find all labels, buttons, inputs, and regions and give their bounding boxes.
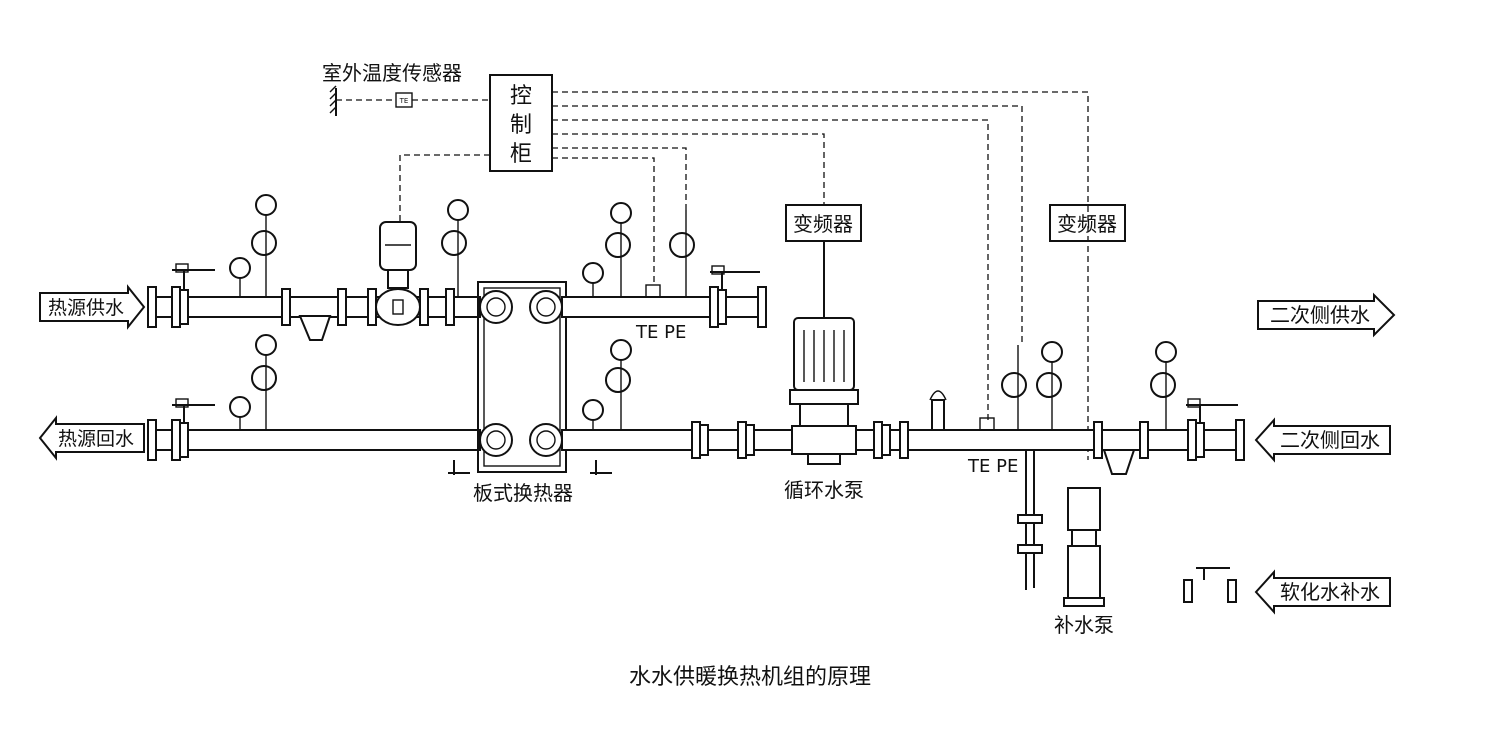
arrow-heat-return: 热源回水 [38,415,145,461]
makeup-water-system: 补水泵 [1017,450,1237,637]
circulation-pump: 循环水泵 [784,317,864,502]
arrow-softened-makeup: 软化水补水 [1254,569,1391,615]
arrow-secondary-supply-label: 二次侧供水 [1270,303,1370,327]
sensor-tag: TE [399,97,409,105]
cabinet-char-2: 制 [510,113,532,138]
vfd-2-label: 变频器 [1057,212,1117,236]
te-pe-bottom-label: TE PE [967,456,1018,477]
arrow-softened-makeup-label: 软化水补水 [1280,580,1380,604]
plate-heat-exchanger [448,281,612,475]
control-cabinet: 控 制 柜 [489,74,553,172]
cabinet-char-3: 柜 [510,142,532,167]
arrow-heat-return-label: 热源回水 [58,428,134,450]
outdoor-temperature-sensor: 室外温度传感器 TE [322,61,490,116]
arrow-secondary-return-label: 二次侧回水 [1280,428,1380,452]
secondary-supply-pipe: TE PE [561,265,767,343]
primary-return-pipe [147,398,481,461]
outdoor-sensor-label: 室外温度传感器 [322,61,462,85]
cabinet-char-1: 控 [510,84,532,109]
arrow-heat-supply-label: 热源供水 [48,297,124,319]
figure-caption: 水水供暖换热机组的原理 [629,665,871,690]
te-pe-top-label: TE PE [635,322,686,343]
secondary-return-pipe: TE PE [561,390,1245,477]
arrow-secondary-return: 二次侧回水 [1254,417,1391,463]
heat-exchanger-label: 板式换热器 [473,481,573,505]
arrow-heat-supply: 热源供水 [39,284,146,330]
circulation-pump-label: 循环水泵 [784,478,864,502]
gauges [229,194,1177,430]
vfd-1-label: 变频器 [793,212,853,236]
arrow-secondary-supply: 二次侧供水 [1257,292,1396,338]
vfd-2: 变频器 [1049,204,1126,242]
control-signal-lines [399,91,1089,460]
vfd-1: 变频器 [785,204,862,318]
primary-supply-pipe [147,221,481,341]
makeup-pump-label: 补水泵 [1054,613,1114,637]
